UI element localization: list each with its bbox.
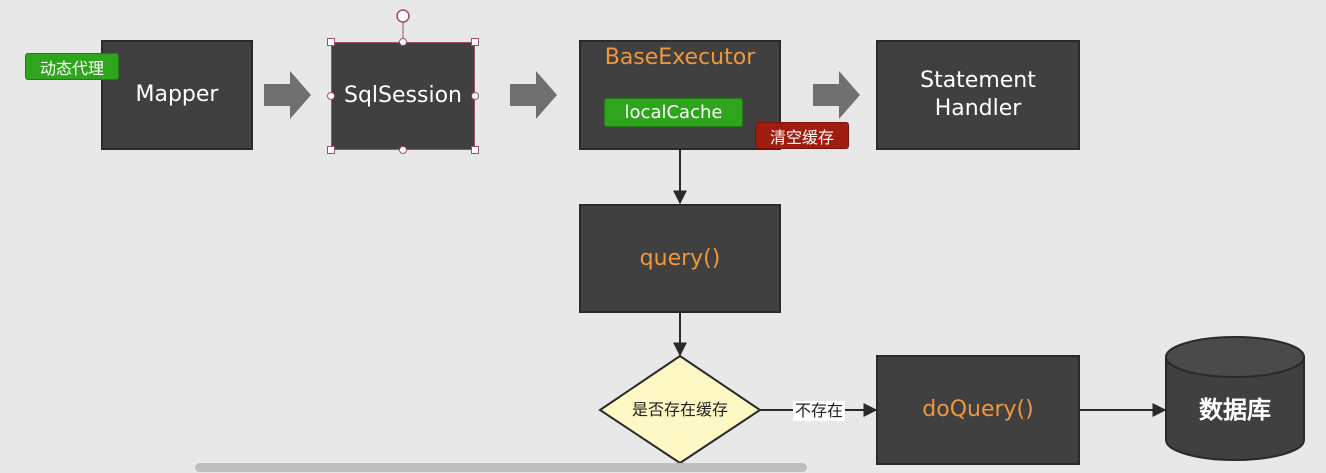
resize-handle-top-left[interactable] [327, 38, 335, 46]
block-arrow-sqlsession-to-executor [510, 71, 557, 119]
proxy-tag-label: 动态代理 [39, 58, 104, 78]
block-arrow-executor-to-handler [813, 71, 860, 119]
clear-cache-label: 清空缓存 [769, 127, 834, 147]
block-arrow-mapper-to-sqlsession [264, 71, 311, 119]
do-query-node[interactable]: doQuery() [876, 355, 1080, 465]
query-node[interactable]: query() [579, 204, 781, 313]
do-query-label: doQuery() [922, 397, 1034, 422]
mapper-node[interactable]: Mapper [101, 40, 253, 150]
sqlsession-node[interactable]: SqlSession [331, 42, 475, 150]
database-label: 数据库 [1199, 396, 1271, 424]
resize-handle-top[interactable] [399, 38, 407, 46]
sqlsession-label: SqlSession [344, 83, 462, 108]
local-cache-label: localCache [624, 102, 723, 123]
proxy-tag: 动态代理 [25, 53, 119, 80]
database-cylinder [1165, 336, 1305, 461]
statement-handler-node[interactable]: Statement Handler [876, 40, 1080, 150]
resize-handle-bottom-left[interactable] [327, 146, 335, 154]
resize-handle-bottom-right[interactable] [471, 146, 479, 154]
base-executor-node[interactable]: BaseExecutor [579, 40, 781, 150]
clear-cache-tag: 清空缓存 [755, 122, 849, 149]
horizontal-scrollbar[interactable] [195, 463, 807, 472]
resize-handle-top-right[interactable] [471, 38, 479, 46]
statement-handler-label-line1: Statement [920, 68, 1036, 93]
base-executor-label: BaseExecutor [604, 45, 756, 70]
resize-handle-bottom[interactable] [399, 146, 407, 154]
not-exist-label: 不存在 [793, 401, 846, 421]
statement-handler-label-line2: Handler [934, 96, 1022, 121]
resize-handle-left[interactable] [327, 92, 335, 100]
query-label: query() [639, 245, 721, 271]
mapper-label: Mapper [135, 82, 219, 107]
rotate-handle[interactable] [396, 9, 410, 23]
local-cache-tag: localCache [604, 98, 743, 127]
resize-handle-right[interactable] [471, 92, 479, 100]
cache-check-label: 是否存在缓存 [631, 400, 728, 419]
